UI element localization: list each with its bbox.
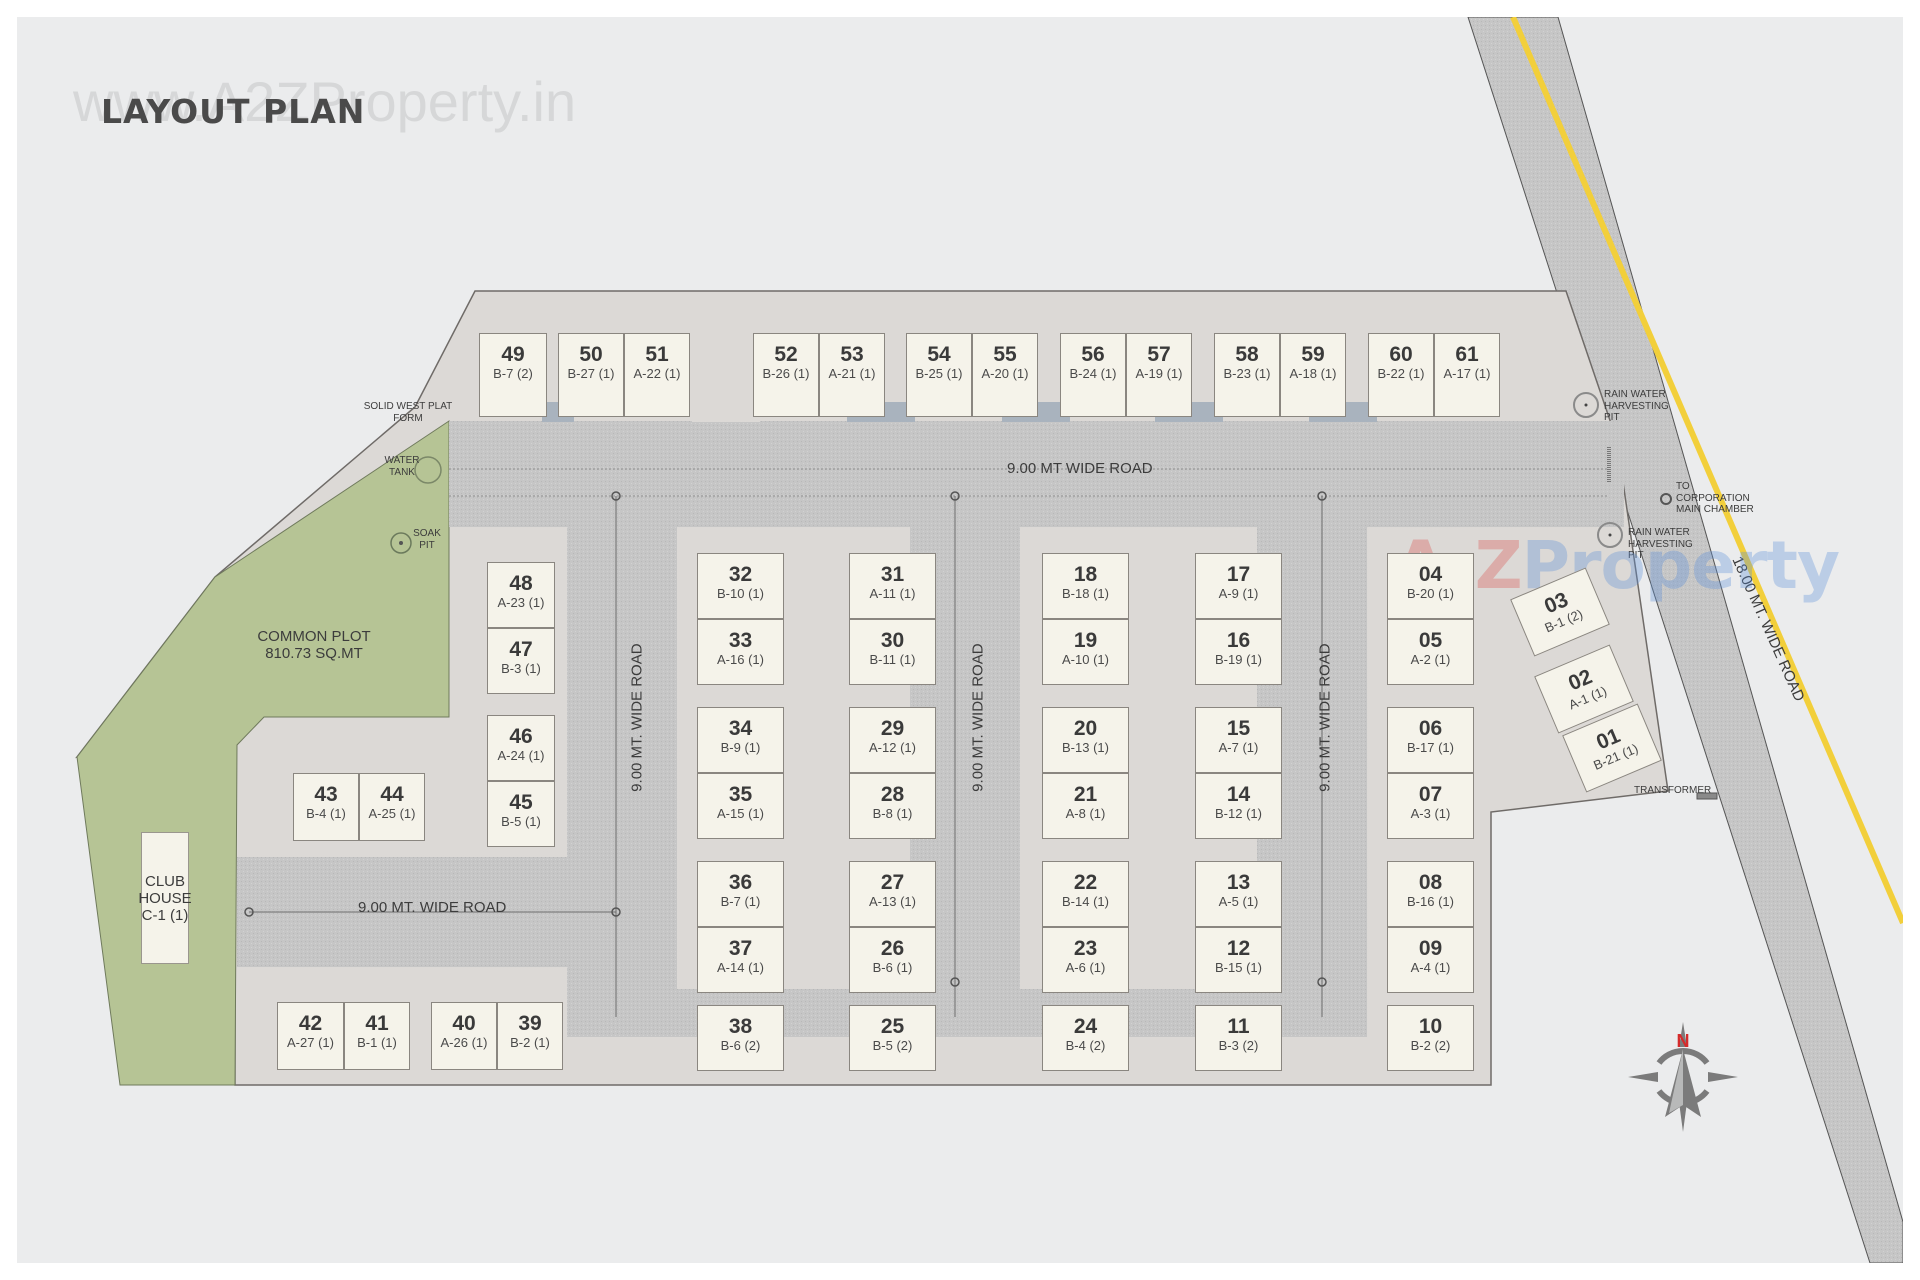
svg-text:N: N: [1677, 1031, 1690, 1051]
site-watermark: www.A2ZProperty.in: [73, 70, 577, 133]
transformer-label: TRANSFORMER: [1634, 785, 1712, 796]
bottom-left-road-label: 9.00 MT. WIDE ROAD: [358, 899, 507, 916]
soak-pit-label: SOAK PIT: [413, 528, 441, 551]
top-road: [449, 421, 1624, 527]
club-house[interactable]: CLUB HOUSE C-1 (1): [138, 832, 192, 964]
main-road-centre-line: [1510, 17, 1903, 925]
page-title: LAYOUT PLAN: [101, 92, 366, 131]
middle-vertical-road-label: 9.00 MT. WIDE ROAD: [969, 643, 987, 792]
common-plot-label: COMMON PLOT 810.73 SQ.MT: [239, 628, 389, 663]
club-house-label: CLUB HOUSE: [138, 872, 192, 907]
club-house-code: C-1 (1): [141, 906, 189, 924]
corporation-chamber-label: TO CORPORATION MAIN CHAMBER: [1676, 481, 1754, 515]
rain-water-pit-1: [1573, 392, 1599, 418]
corporation-chamber: [1660, 493, 1672, 505]
rain-water-pit-1-label: RAIN WATER HARVESTING PIT: [1604, 389, 1669, 423]
left-vertical-road-label: 9.00 MT. WIDE ROAD: [628, 643, 646, 792]
solid-west-platform-label: SOLID WEST PLAT FORM: [363, 401, 453, 424]
rain-water-pit-2-label: RAIN WATER HARVESTING PIT: [1628, 527, 1693, 561]
rain-water-pit-2: [1597, 522, 1623, 548]
layout-plan-canvas: www.A2ZProperty.in LAYOUT PLAN 9.00 MT W…: [17, 17, 1903, 1263]
common-plot-title: COMMON PLOT: [257, 628, 371, 645]
water-tank-label: WATER TANK: [384, 455, 420, 478]
top-road-label: 9.00 MT WIDE ROAD: [1007, 460, 1153, 477]
soak-pit-symbol: [390, 532, 412, 554]
common-plot-area-value: 810.73 SQ.MT: [265, 645, 363, 663]
transformer-symbol: [1696, 792, 1718, 800]
right-vertical-road-label: 9.00 MT. WIDE ROAD: [1316, 643, 1334, 792]
water-tank-symbol: [414, 456, 442, 484]
north-compass-icon: N: [1628, 1022, 1738, 1132]
